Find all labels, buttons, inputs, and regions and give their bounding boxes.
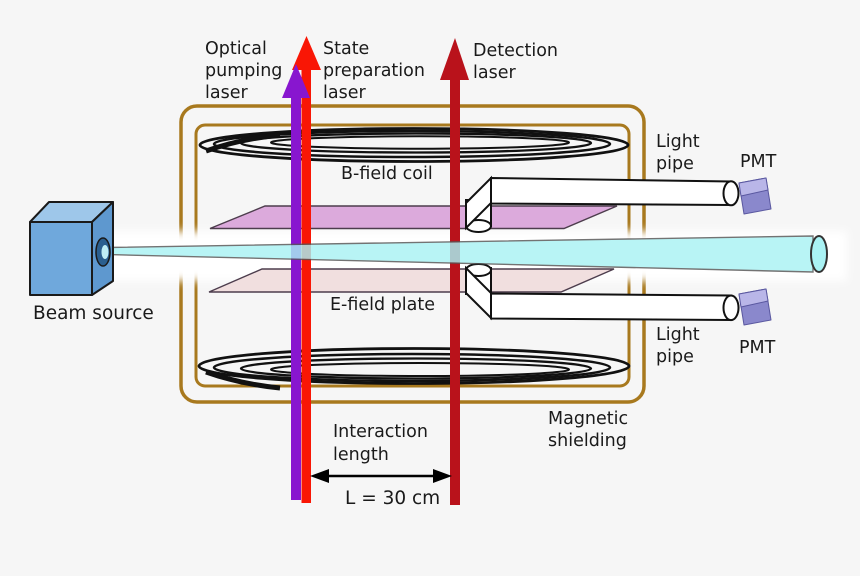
interaction-length-value: L = 30 cm (345, 488, 440, 509)
optical-pumping-laser-label: Optical (205, 39, 267, 59)
laser-arrowhead (440, 38, 469, 80)
light-pipe-top-label: Light (656, 132, 700, 152)
beam-source-nozzle-opening (101, 245, 109, 259)
pmt-highlight (738, 288, 769, 308)
light-pipe-end-cap (722, 294, 740, 322)
dimension-arrow (310, 469, 452, 483)
magnetic-shielding-label: shielding (548, 431, 627, 451)
laser-shaft (301, 66, 311, 503)
beam-end-cap (810, 235, 828, 273)
detection-laser-label: Detection (473, 41, 558, 61)
coil-loop (270, 135, 570, 150)
coil-loop (270, 362, 570, 377)
light-pipe-end-cap (722, 180, 740, 207)
beam-source-cube (29, 201, 114, 296)
b-field-coil-label: B-field coil (341, 164, 433, 184)
optical-pumping-laser-label: pumping (205, 61, 282, 81)
state-preparation-laser-label: State (323, 39, 369, 59)
coil-loop (198, 127, 630, 163)
beam-source-label: Beam source (33, 303, 154, 324)
coil-loop (197, 347, 631, 385)
light-pipe-bottom-label: pipe (656, 347, 694, 367)
state-preparation-laser-label: preparation (323, 61, 425, 81)
light-pipe-bottom-label: Light (656, 325, 700, 345)
light-pipe-bottom (465, 263, 740, 322)
laser-shaft (450, 78, 460, 505)
interaction-length-label: length (333, 445, 389, 465)
b-field-coil-bottom (197, 347, 631, 391)
optical-pumping-laser-label: laser (205, 83, 248, 103)
labels: Optical pumping laser State preparation … (33, 39, 777, 509)
e-field-plate-top (209, 205, 618, 230)
laser-arrowhead (282, 64, 310, 98)
pmt-bottom-label: PMT (739, 338, 776, 358)
laser-shaft (291, 95, 301, 500)
light-pipe-top-label: pipe (656, 154, 694, 174)
pmt-highlight (738, 177, 769, 197)
coil-wire-accent (205, 369, 281, 391)
e-field-plate-bottom (208, 268, 615, 293)
b-field-coil-top (198, 127, 630, 163)
coil-loop (239, 357, 593, 380)
e-field-plate-label: E-field plate (330, 295, 435, 315)
light-pipe-top (465, 175, 740, 233)
optical-pumping-laser-beam (282, 64, 310, 500)
dimension-arrowhead-right (433, 469, 452, 483)
light-pipe-tube (490, 176, 732, 207)
light-pipe-tube (490, 292, 732, 322)
coil-loop (212, 129, 612, 159)
beam-source-front-face (29, 221, 93, 296)
dimension-arrowhead-left (310, 469, 329, 483)
pmt-bottom (738, 288, 772, 326)
coil-loop (212, 352, 612, 383)
detection-laser-beam (440, 38, 469, 505)
pmt-top (738, 177, 772, 215)
state-preparation-laser-beam (292, 36, 321, 503)
state-preparation-laser-label: laser (323, 83, 366, 103)
pmt-top-label: PMT (740, 152, 777, 172)
magnetic-shielding-label: Magnetic (548, 409, 628, 429)
coil-wire-accent (205, 132, 281, 154)
laser-arrowhead (292, 36, 321, 70)
detection-laser-label: laser (473, 63, 516, 83)
interaction-length-label: Interaction (333, 422, 428, 442)
